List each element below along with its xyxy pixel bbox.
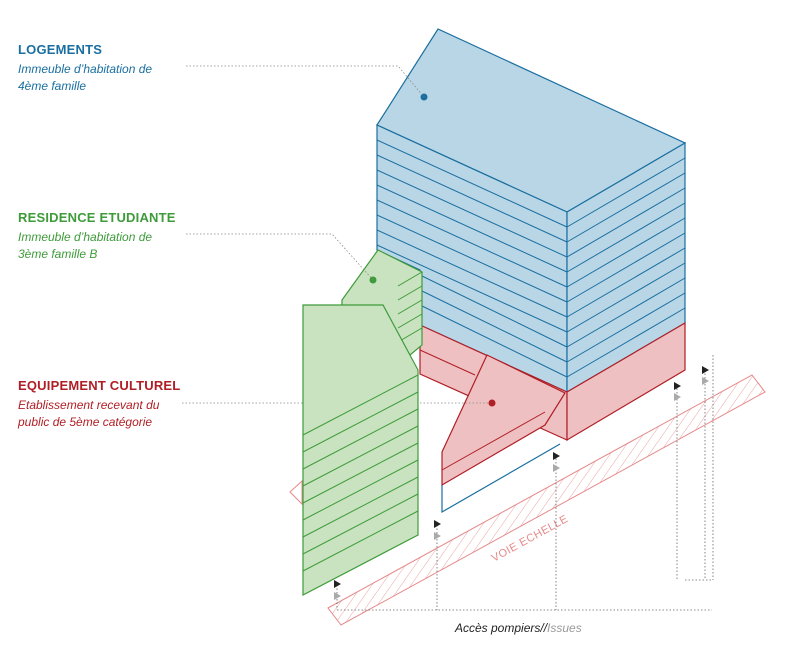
equipement-right-facade	[566, 321, 686, 442]
equipement-title: EQUIPEMENT CULTUREL	[18, 378, 181, 393]
logements-title: LOGEMENTS	[18, 42, 103, 57]
access-lines	[336, 355, 714, 611]
residence-front-block	[302, 304, 419, 596]
residence-building	[186, 233, 423, 596]
logements-building	[186, 28, 687, 394]
voie-echelle-strip	[289, 374, 766, 626]
residence-leader	[186, 233, 374, 281]
logements-desc-line2: 4ème famille	[18, 79, 87, 93]
equipement-building	[182, 321, 686, 487]
equipement-desc-line2: public de 5ème catégorie	[18, 415, 153, 429]
residence-desc-line1: Immeuble d’habitation de	[18, 230, 153, 244]
access-markers	[334, 366, 709, 600]
equipement-desc-line1: Etablissement recevant du	[18, 398, 160, 412]
residence-description: Immeuble d’habitation de 3ème famille B	[18, 229, 176, 263]
residence-floor-lines	[302, 374, 419, 572]
caption-muted: Issues	[547, 621, 582, 635]
residence-title: RESIDENCE ETUDIANTE	[18, 210, 176, 225]
logements-desc-line1: Immeuble d’habitation de	[18, 62, 153, 76]
label-equipement: EQUIPEMENT CULTUREL Etablissement receva…	[18, 378, 180, 431]
equipement-description: Etablissement recevant du public de 5ème…	[18, 397, 180, 431]
logements-leader	[186, 65, 425, 98]
residence-desc-line2: 3ème famille B	[18, 247, 98, 261]
access-caption: Accès pompiers//Issues	[455, 621, 582, 635]
caption-main: Accès pompiers//	[455, 621, 548, 635]
logements-floor-lines	[376, 139, 686, 378]
label-logements: LOGEMENTS Immeuble d’habitation de 4ème …	[18, 42, 152, 95]
logements-description: Immeuble d’habitation de 4ème famille	[18, 61, 152, 95]
label-residence: RESIDENCE ETUDIANTE Immeuble d’habitatio…	[18, 210, 176, 263]
equipement-marker	[488, 399, 496, 407]
